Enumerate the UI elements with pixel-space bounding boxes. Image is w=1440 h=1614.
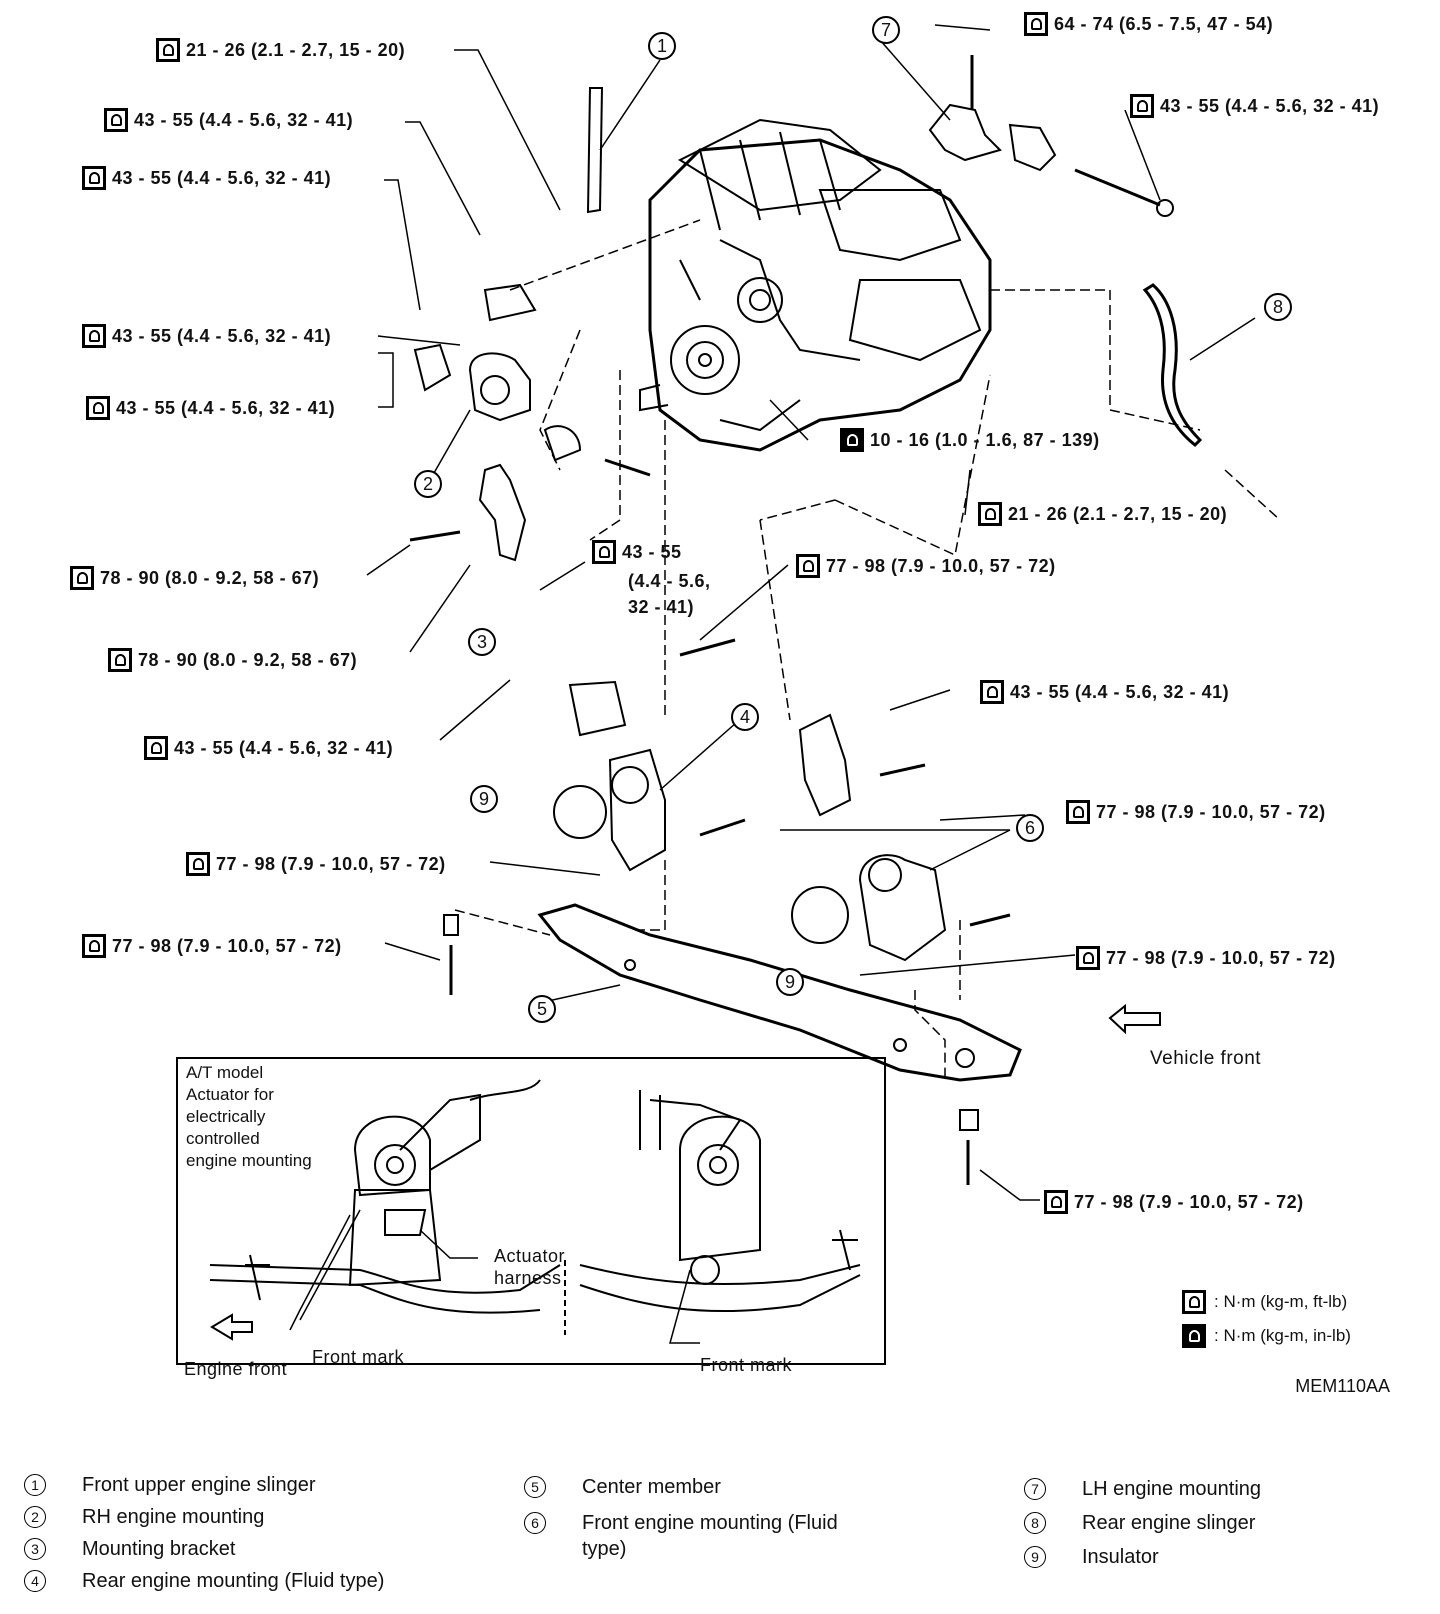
torque-label: 21 - 26 (2.1 - 2.7, 15 - 20) <box>156 38 405 62</box>
torque-label: 43 - 55 <box>592 540 682 564</box>
front-mark-label: Front mark <box>700 1355 793 1375</box>
mounting-bracket <box>478 463 527 562</box>
inset-title: A/T model Actuator for electrically cont… <box>186 1063 312 1170</box>
torque-wrench-icon <box>86 396 110 420</box>
callout-4: 4 <box>731 703 759 731</box>
unit-key-inlb: : N·m (kg-m, in-lb) <box>1182 1324 1351 1348</box>
torque-label: 78 - 90 (8.0 - 9.2, 58 - 67) <box>70 566 319 590</box>
torque-wrench-icon <box>1130 94 1154 118</box>
torque-label: 64 - 74 (6.5 - 7.5, 47 - 54) <box>1024 12 1273 36</box>
torque-label: 77 - 98 (7.9 - 10.0, 57 - 72) <box>1066 800 1326 824</box>
torque-wrench-icon <box>82 166 106 190</box>
torque-wrench-icon <box>82 934 106 958</box>
inset-panel <box>176 1057 886 1365</box>
rh-engine-mounting <box>468 352 531 422</box>
torque-label: 77 - 98 (7.9 - 10.0, 57 - 72) <box>1044 1190 1304 1214</box>
torque-label: 43 - 55 (4.4 - 5.6, 32 - 41) <box>86 396 335 420</box>
lh-engine-mounting <box>928 103 1002 162</box>
rear-engine-slinger <box>1142 283 1203 448</box>
callout-8: 8 <box>1264 293 1292 321</box>
torque-wrench-icon <box>978 502 1002 526</box>
torque-label: 43 - 55 (4.4 - 5.6, 32 - 41) <box>1130 94 1379 118</box>
torque-wrench-icon <box>1044 1190 1068 1214</box>
engine-assembly <box>639 118 992 452</box>
torque-wrench-icon <box>796 554 820 578</box>
torque-label: 77 - 98 (7.9 - 10.0, 57 - 72) <box>186 852 446 876</box>
torque-wrench-icon <box>1024 12 1048 36</box>
figure-code: MEM110AA <box>1295 1376 1390 1396</box>
torque-label: 43 - 55 (4.4 - 5.6, 32 - 41) <box>980 680 1229 704</box>
torque-wrench-icon <box>186 852 210 876</box>
torque-label: 43 - 55 (4.4 - 5.6, 32 - 41) <box>82 324 331 348</box>
front-upper-engine-slinger <box>586 87 604 214</box>
callout-7: 7 <box>872 16 900 44</box>
torque-wrench-inlb-icon <box>840 428 864 452</box>
rear-engine-mounting <box>568 680 627 737</box>
inset-drawing <box>209 1079 861 1341</box>
torque-label: 78 - 90 (8.0 - 9.2, 58 - 67) <box>108 648 357 672</box>
callout-2: 2 <box>414 470 442 498</box>
callout-3: 3 <box>468 628 496 656</box>
torque-wrench-icon <box>1076 946 1100 970</box>
callout-5: 5 <box>528 995 556 1023</box>
front-engine-mounting <box>798 713 852 817</box>
torque-wrench-icon <box>144 736 168 760</box>
torque-wrench-icon <box>82 324 106 348</box>
torque-label: 43 - 55 (4.4 - 5.6, 32 - 41) <box>144 736 393 760</box>
torque-label-cont: (4.4 - 5.6, <box>628 571 711 591</box>
torque-label: 21 - 26 (2.1 - 2.7, 15 - 20) <box>978 502 1227 526</box>
torque-wrench-icon <box>1066 800 1090 824</box>
torque-wrench-icon <box>70 566 94 590</box>
torque-label: 77 - 98 (7.9 - 10.0, 57 - 72) <box>1076 946 1336 970</box>
callout-1: 1 <box>648 32 676 60</box>
torque-label: 10 - 16 (1.0 - 1.6, 87 - 139) <box>840 428 1100 452</box>
actuator-harness-label: Actuator harness <box>494 1246 566 1288</box>
engine-front-label: Engine front <box>184 1359 288 1379</box>
torque-label: 43 - 55 (4.4 - 5.6, 32 - 41) <box>82 166 331 190</box>
torque-wrench-icon <box>104 108 128 132</box>
callout-6: 6 <box>1016 814 1044 842</box>
center-member <box>537 903 1022 1082</box>
vehicle-front-arrow <box>1108 1003 1161 1035</box>
torque-wrench-icon <box>592 540 616 564</box>
torque-wrench-inlb-icon <box>1182 1324 1206 1348</box>
torque-wrench-icon <box>1182 1290 1206 1314</box>
torque-label: 43 - 55 (4.4 - 5.6, 32 - 41) <box>104 108 353 132</box>
unit-key-ftlb: : N·m (kg-m, ft-lb) <box>1182 1290 1347 1314</box>
callout-9: 9 <box>776 968 804 996</box>
torque-label-cont: 32 - 41) <box>628 597 695 617</box>
front-mark-label: Front mark <box>312 1347 405 1367</box>
torque-wrench-icon <box>980 680 1004 704</box>
torque-label: 77 - 98 (7.9 - 10.0, 57 - 72) <box>796 554 1056 578</box>
torque-label: 77 - 98 (7.9 - 10.0, 57 - 72) <box>82 934 342 958</box>
torque-wrench-icon <box>156 38 180 62</box>
callout-9: 9 <box>470 785 498 813</box>
vehicle-front-label: Vehicle front <box>1150 1048 1262 1069</box>
torque-wrench-icon <box>108 648 132 672</box>
